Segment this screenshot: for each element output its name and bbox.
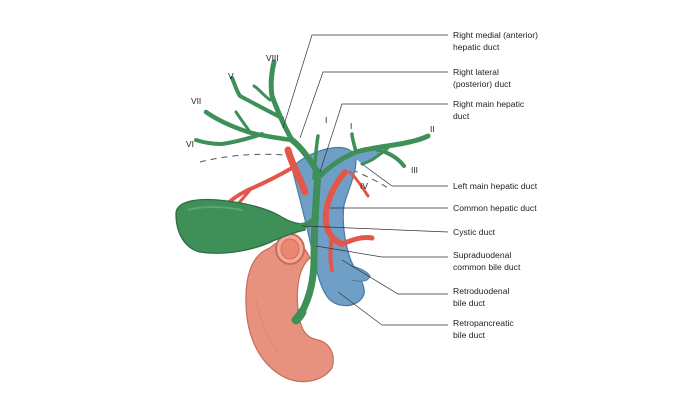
segment-label-i-right: I	[325, 115, 327, 125]
leader-lines	[282, 34, 449, 326]
duodenum	[245, 233, 334, 383]
label-cystic-duct: Cystic duct	[453, 227, 496, 237]
label-retroduodenal-bile-duct: Retroduodenal bile duct	[453, 286, 512, 308]
label-common-hepatic-duct: Common hepatic duct	[453, 203, 537, 213]
annotation-labels: Right medial (anterior) hepatic duct Rig…	[453, 30, 540, 340]
label-right-main-hepatic-duct: Right main hepatic duct	[453, 99, 527, 121]
segment-label-viii: VIII	[266, 53, 279, 63]
label-right-lateral-duct: Right lateral (posterior) duct	[453, 67, 511, 89]
bile-ducts	[194, 59, 431, 325]
label-right-medial-hepatic-duct: Right medial (anterior) hepatic duct	[453, 30, 540, 52]
segment-label-iii: III	[411, 165, 418, 175]
label-supraduodenal-common-bile-duct: Supraduodenal common bile duct	[453, 250, 521, 272]
segment-label-iv: IV	[360, 181, 368, 191]
segment-label-vii: VII	[191, 96, 201, 106]
hepatic-artery	[224, 146, 375, 272]
label-left-main-hepatic-duct: Left main hepatic duct	[453, 181, 538, 191]
segment-label-vi: VI	[186, 139, 194, 149]
segment-label-v: V	[228, 71, 234, 81]
label-retropancreatic-bile-duct: Retropancreatic bile duct	[453, 318, 516, 340]
segment-label-ii: II	[430, 124, 435, 134]
segment-labels: VIII V VII VI I I II III IV	[186, 53, 435, 191]
liver-outline	[199, 153, 389, 189]
segment-label-i-left: I	[350, 121, 352, 131]
